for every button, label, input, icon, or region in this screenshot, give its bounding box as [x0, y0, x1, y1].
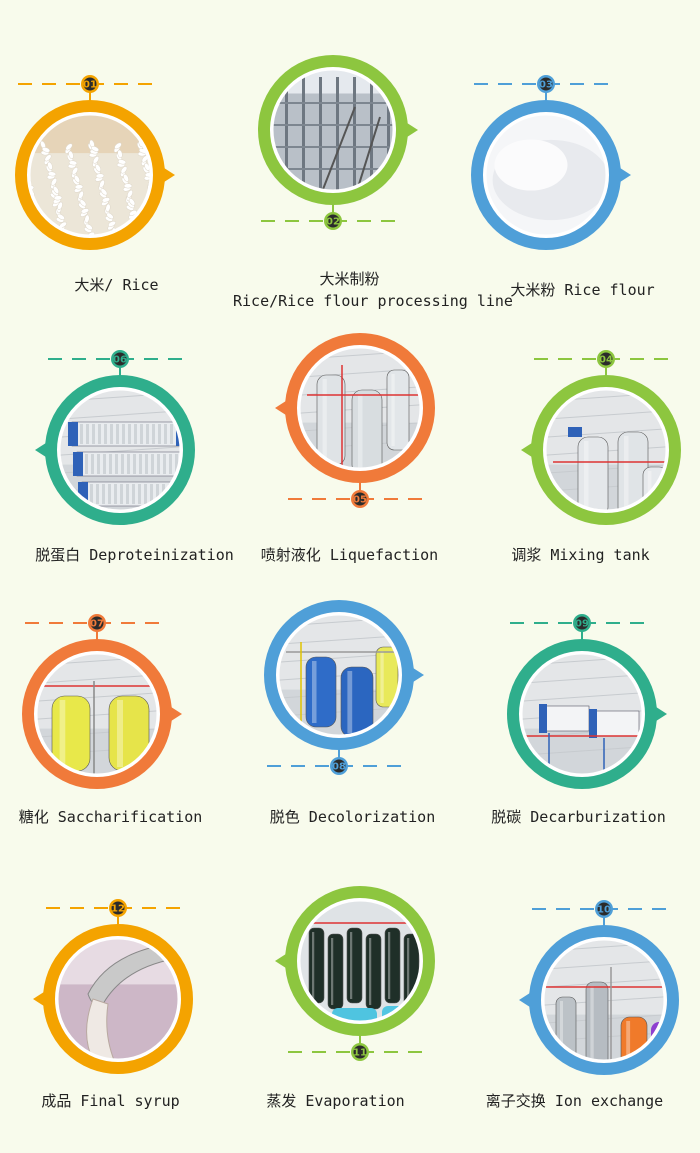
step-rice-flour-graphic: 03	[471, 75, 631, 250]
step-ring	[285, 333, 435, 483]
step-decolorization-caption: 脱色 Decolorization	[269, 808, 436, 826]
step-decarburization-caption: 脱碳 Decarburization	[491, 808, 666, 826]
step-ring	[471, 100, 621, 250]
step-deproteinization-caption: 脱蛋白 Deproteinization	[35, 546, 234, 564]
flow-arrow-icon	[521, 441, 535, 459]
step-evaporation-caption: 蒸发 Evaporation	[266, 1092, 405, 1110]
step-number-badge: 08	[332, 762, 346, 773]
step-mixing-tank-caption: 调浆 Mixing tank	[511, 546, 650, 564]
step-rice-flour-processing: 02 大米制粉 Rice/Rice flour processing line	[233, 50, 513, 320]
flow-arrow-icon	[275, 952, 289, 970]
flow-arrow-icon	[653, 705, 667, 723]
step-ring	[22, 639, 172, 789]
step-saccharification-graphic: 07	[22, 614, 182, 789]
step-ion-exchange: 10 离子交换 Ion exchange	[466, 876, 699, 1146]
step-number-badge: 05	[353, 495, 367, 506]
step-saccharification: 07 糖化 Saccharification	[0, 592, 233, 862]
flow-arrow-icon	[275, 399, 289, 417]
step-decarburization: 09 脱碳 Decarburization	[466, 592, 699, 862]
step-rice-flour-caption: 大米粉 Rice flour	[510, 281, 655, 299]
flow-arrow-icon	[161, 166, 175, 184]
flow-arrow-icon	[404, 121, 418, 139]
step-final-syrup-graphic: 12	[33, 899, 193, 1074]
step-number-badge: 06	[113, 355, 127, 366]
step-decolorization-graphic: 08	[264, 600, 424, 775]
step-ring	[258, 55, 408, 205]
step-ion-exchange-caption: 离子交换 Ion exchange	[485, 1092, 664, 1110]
step-liquefaction: 05 喷射液化 Liquefaction	[233, 325, 466, 595]
step-evaporation-graphic: 11	[275, 886, 435, 1061]
step-number-badge: 02	[326, 217, 340, 228]
flow-arrow-icon	[168, 705, 182, 723]
step-rice-graphic: 01	[15, 75, 175, 250]
flow-arrow-icon	[617, 166, 631, 184]
step-ring	[507, 639, 657, 789]
flow-arrow-icon	[33, 990, 47, 1008]
step-mixing-tank: 04 调浆 Mixing tank	[466, 325, 699, 595]
step-ring	[531, 375, 681, 525]
step-ring	[285, 886, 435, 1036]
step-number-badge: 11	[353, 1048, 367, 1059]
flow-arrow-icon	[519, 991, 533, 1009]
step-decolorization: 08 脱色 Decolorization	[233, 592, 466, 862]
step-number-badge: 03	[539, 80, 553, 91]
step-ring	[43, 924, 193, 1074]
step-deproteinization: 06 脱蛋白 Deproteinization	[0, 325, 234, 595]
step-mixing-tank-graphic: 04	[521, 350, 681, 525]
step-ring	[15, 100, 165, 250]
step-decarburization-graphic: 09	[507, 614, 667, 789]
caption-cn: 大米制粉	[319, 270, 380, 288]
step-ring	[45, 375, 195, 525]
step-number-badge: 04	[599, 355, 613, 366]
step-number-badge: 12	[111, 904, 125, 915]
step-evaporation: 11 蒸发 Evaporation	[233, 876, 466, 1146]
step-ring	[529, 925, 679, 1075]
step-rice-flour: 03 大米粉 Rice flour	[466, 50, 699, 320]
flow-arrow-icon	[35, 441, 49, 459]
step-final-syrup: 12 成品 Final syrup	[0, 876, 233, 1146]
step-rice-caption: 大米/ Rice	[74, 276, 159, 294]
step-number-badge: 07	[90, 619, 104, 630]
step-number-badge: 09	[575, 619, 589, 630]
step-number-badge: 01	[83, 80, 97, 91]
step-liquefaction-graphic: 05	[275, 333, 435, 508]
caption-en: Rice/Rice flour processing line	[233, 292, 513, 310]
step-deproteinization-graphic: 06	[35, 350, 195, 525]
step-number-badge: 10	[597, 905, 611, 916]
step-rice: 01 大米/ Rice	[0, 50, 233, 320]
step-ring	[264, 600, 414, 750]
step-final-syrup-caption: 成品 Final syrup	[41, 1092, 180, 1110]
flow-arrow-icon	[410, 666, 424, 684]
step-rice-flour-processing-graphic: 02	[258, 55, 418, 230]
step-saccharification-caption: 糖化 Saccharification	[18, 808, 203, 826]
step-liquefaction-caption: 喷射液化 Liquefaction	[260, 546, 439, 564]
step-ion-exchange-graphic: 10	[519, 900, 679, 1075]
step-rice-flour-processing-caption: 大米制粉 Rice/Rice flour processing line	[233, 268, 513, 312]
